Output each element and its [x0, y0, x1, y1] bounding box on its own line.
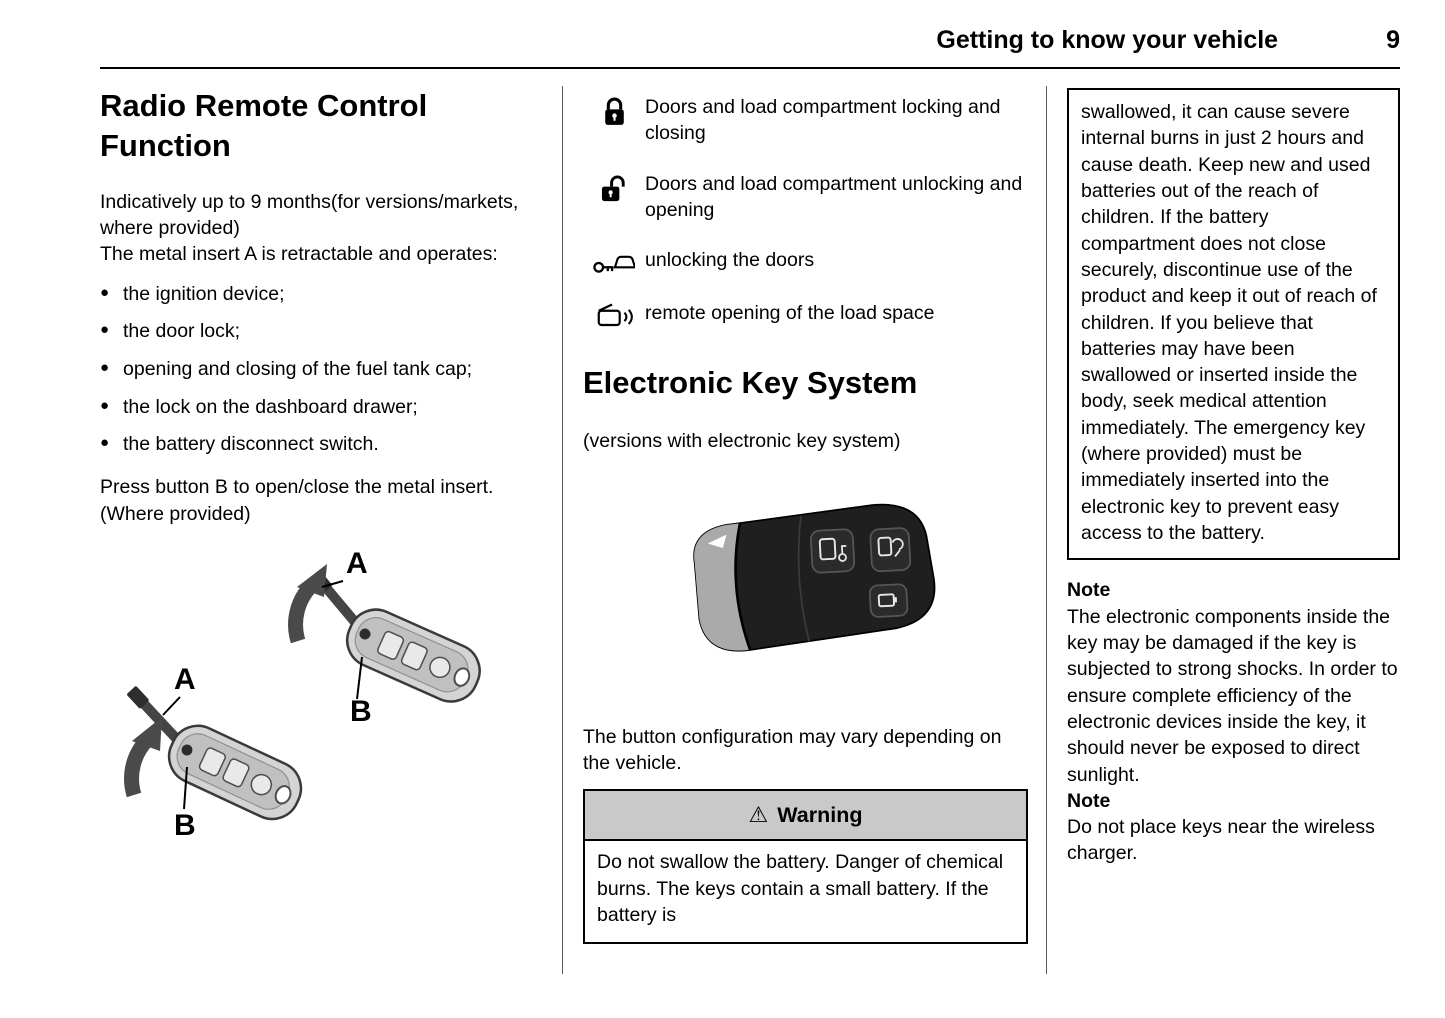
content-columns: Radio Remote Control Function Indicative…	[100, 86, 1400, 974]
left-column: Radio Remote Control Function Indicative…	[100, 86, 562, 974]
list-item-unlocking: Doors and load compartment unlocking and…	[583, 171, 1028, 224]
note-text-1: The electronic components inside the key…	[1067, 605, 1398, 786]
key-ring-end	[693, 523, 750, 651]
versions-paragraph: (versions with electronic key system)	[583, 429, 901, 452]
release-button	[181, 744, 193, 756]
flip-arrow-top-head	[297, 563, 327, 597]
flip-key-figure: A B	[100, 537, 526, 872]
note-text-2: Do not place keys near the wireless char…	[1067, 816, 1375, 865]
middle-column: Doors and load compartment locking and c…	[563, 86, 1046, 974]
press-button-paragraph: Press button B to open/close the metal i…	[100, 476, 494, 499]
warning-title-text: Warning	[777, 802, 863, 827]
page-header: Getting to know your vehicle 9	[100, 26, 1400, 69]
flip-key-illustration: A B	[124, 547, 481, 842]
manual-page: Getting to know your vehicle 9 Radio Rem…	[0, 0, 1445, 974]
icon-list-text: unlocking the doors	[645, 249, 815, 272]
unlock-button	[809, 528, 855, 574]
right-column: swallowed, it can cause severe internal …	[1047, 86, 1400, 974]
config-paragraph: The button configuration may vary depend…	[583, 725, 1002, 775]
flip-key-bottom	[127, 686, 303, 821]
car-key-unlock-icon	[583, 247, 645, 276]
list-item-dashboard-drawer: the lock on the dashboard drawer;	[100, 395, 526, 421]
list-item-fuel-cap: opening and closing of the fuel tank cap…	[100, 357, 526, 383]
lock-open-icon	[583, 171, 645, 224]
icon-list-text: remote opening of the load space	[645, 302, 935, 325]
load-space-button	[868, 583, 908, 618]
warning-box: ⚠ Warning Do not swallow the battery. Da…	[583, 789, 1028, 945]
intro-paragraph-2: The metal insert A is retractable and op…	[100, 243, 498, 266]
warning-title-bar: ⚠ Warning	[585, 791, 1026, 842]
remote-functions-list: Doors and load compartment locking and c…	[583, 94, 1028, 329]
flip-arrow-bottom-head	[132, 716, 162, 751]
list-item-ignition: the ignition device;	[100, 282, 526, 308]
load-space-remote-icon	[583, 300, 645, 329]
note-label-2: Note	[1067, 789, 1111, 812]
list-item-battery-switch: the battery disconnect switch.	[100, 432, 526, 458]
where-provided-paragraph: (Where provided)	[100, 502, 251, 525]
icon-list-text: Doors and load compartment locking and c…	[645, 96, 1001, 145]
list-item-unlock-doors: unlocking the doors	[583, 247, 1028, 276]
electronic-key-illustration	[692, 503, 935, 652]
warning-body-text: Do not swallow the battery. Danger of ch…	[597, 851, 1004, 927]
electronic-key-figure	[666, 476, 946, 676]
warning-triangle-icon: ⚠	[748, 802, 769, 828]
label-leader-line	[356, 656, 363, 699]
figure-label-b-top: B	[350, 695, 372, 728]
list-item-load-space: remote opening of the load space	[583, 300, 1028, 329]
figure-label-a-top: A	[346, 547, 368, 580]
section-heading-radio-remote: Radio Remote Control Function	[100, 88, 428, 164]
icon-list-text: Doors and load compartment unlocking and…	[645, 172, 1023, 221]
column-divider	[1046, 86, 1047, 974]
header-title: Getting to know your vehicle	[936, 26, 1279, 54]
page-number: 9	[1386, 26, 1400, 54]
label-leader-line	[162, 696, 181, 716]
list-item-locking: Doors and load compartment locking and c…	[583, 94, 1028, 147]
operates-list: the ignition device; the door lock; open…	[100, 282, 526, 459]
flip-arrow-top	[288, 579, 318, 644]
key-body	[345, 608, 481, 703]
release-button	[359, 628, 371, 640]
warning-continuation-box: swallowed, it can cause severe internal …	[1067, 88, 1400, 561]
key-body	[167, 724, 303, 821]
lock-closed-icon	[583, 94, 645, 147]
section-heading-electronic-key: Electronic Key System	[583, 365, 918, 401]
flip-arrow-bottom	[124, 733, 154, 798]
intro-paragraph-1: Indicatively up to 9 months(for versions…	[100, 190, 519, 239]
flip-key-top	[310, 570, 481, 703]
list-item-door-lock: the door lock;	[100, 319, 526, 345]
column-divider	[562, 86, 563, 974]
figure-label-b-bottom: B	[174, 809, 196, 842]
note-label-1: Note	[1067, 579, 1111, 602]
label-leader-line	[321, 579, 344, 588]
label-leader-line	[183, 766, 188, 809]
figure-label-a-bottom: A	[174, 663, 196, 696]
emergency-key-release	[707, 534, 727, 548]
